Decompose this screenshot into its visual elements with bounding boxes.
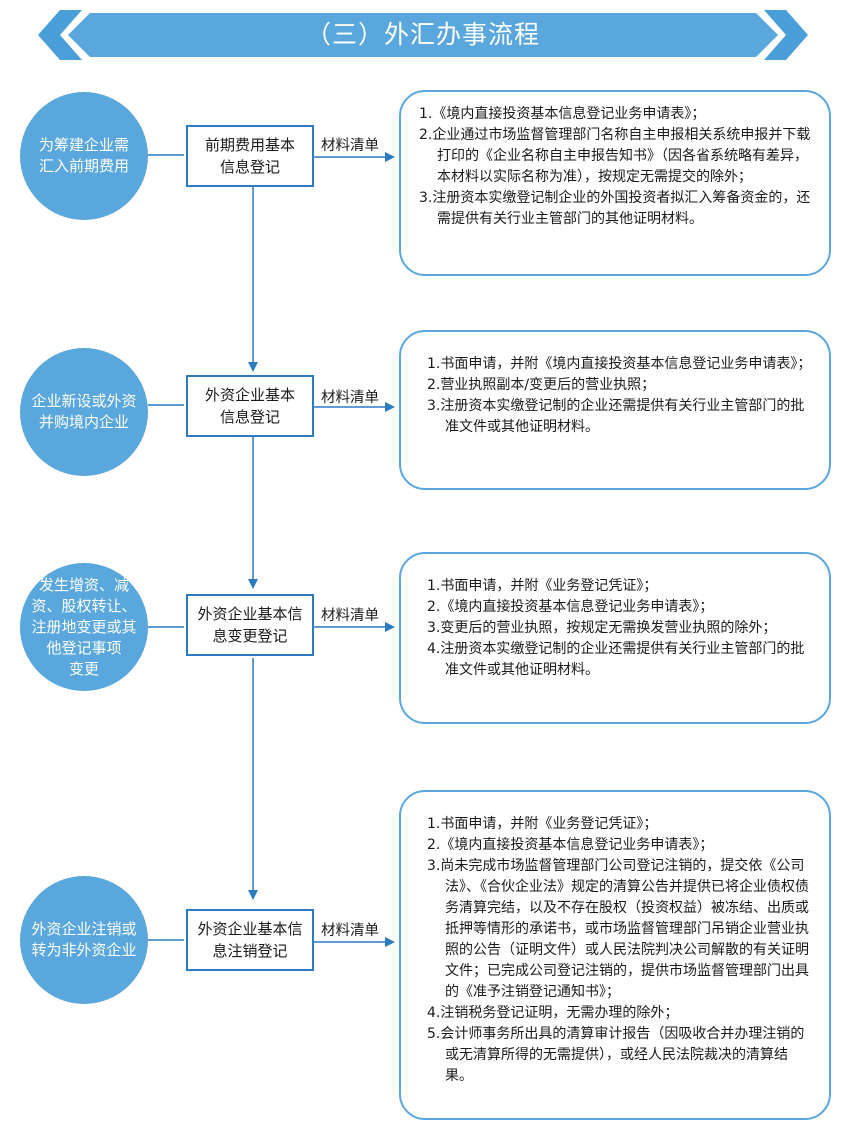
materials-item: 2.企业通过市场监督管理部门名称自主申报相关系统申报并下载打印的《企业名称自主申… (419, 127, 811, 185)
materials-item: 1.书面申请，并附《业务登记凭证》； (427, 578, 658, 594)
materials-item: 3.注册资本实缴登记制企业的外国投资者拟汇入筹备资金的，还需提供有关行业主管部门… (419, 190, 811, 227)
materials-item: 5.会计师事务所出具的清算审计报告（因吸收合并办理注销的或无清算所得的无需提供）… (427, 1026, 805, 1084)
materials-item: 1.书面申请，并附《业务登记凭证》； (427, 816, 658, 832)
materials-item: 2.《境内直接投资基本信息登记业务申请表》； (427, 599, 714, 615)
materials-label: 材料清单 (321, 390, 379, 406)
step-box-fie-basic-registration: 外资企业基本 信息登记 (186, 375, 314, 437)
step-box-prepaid-expenses-registration: 前期费用基本 信息登记 (186, 125, 314, 187)
materials-list: 1.书面申请，并附《业务登记凭证》； 2.《境内直接投资基本信息登记业务申请表》… (427, 576, 815, 681)
title-banner: （三）外汇办事流程 (38, 10, 808, 60)
materials-item: 4.注销税务登记证明，无需办理的除外； (427, 1005, 679, 1021)
step-text: 外资企业基本信 息变更登记 (197, 605, 303, 645)
trigger-circle-deregistration: 外资企业注销或 转为非外资企业 (20, 876, 148, 1004)
materials-item: 3.尚未完成市场监督管理部门公司登记注销的，提交依《公司法》、《合伙企业法》规定… (427, 858, 809, 1000)
step-text: 前期费用基本 信息登记 (204, 136, 295, 176)
page-title: （三）外汇办事流程 (305, 20, 540, 49)
materials-item: 4.注册资本实缴登记制的企业还需提供有关行业主管部门的批准文件或其他证明材料。 (427, 641, 805, 678)
step-text: 外资企业基本 信息登记 (204, 386, 295, 426)
materials-list: 1.书面申请，并附《境内直接投资基本信息登记业务申请表》； 2.营业执照副本/变… (427, 354, 815, 438)
step-text: 外资企业基本信 息注销登记 (197, 920, 303, 960)
materials-panel-2: 1.书面申请，并附《境内直接投资基本信息登记业务申请表》； 2.营业执照副本/变… (399, 330, 831, 490)
materials-list: 1.书面申请，并附《业务登记凭证》； 2.《境内直接投资基本信息登记业务申请表》… (427, 814, 815, 1087)
materials-item: 1.书面申请，并附《境内直接投资基本信息登记业务申请表》； (427, 356, 812, 372)
trigger-circle-change-registration: 发生增资、减 资、股权转让、 注册地变更或其 他登记事项 变更 (20, 563, 148, 691)
step-box-fie-change-registration: 外资企业基本信 息变更登记 (186, 594, 314, 656)
trigger-circle-prepaid-expenses: 为筹建企业需 汇入前期费用 (20, 92, 148, 220)
materials-item: 3.变更后的营业执照，按规定无需换发营业执照的除外； (427, 620, 777, 636)
trigger-text: 外资企业注销或 转为非外资企业 (31, 920, 137, 959)
trigger-circle-new-enterprise: 企业新设或外资 并购境内企业 (20, 348, 148, 476)
step-box-fie-deregistration: 外资企业基本信 息注销登记 (186, 909, 314, 971)
materials-label: 材料清单 (321, 138, 379, 154)
materials-item: 2.《境内直接投资基本信息登记业务申请表》； (427, 837, 714, 853)
materials-label: 材料清单 (321, 923, 379, 939)
materials-item: 1.《境内直接投资基本信息登记业务申请表》； (419, 106, 706, 122)
materials-item: 2.营业执照副本/变更后的营业执照； (427, 377, 656, 393)
materials-panel-4: 1.书面申请，并附《业务登记凭证》； 2.《境内直接投资基本信息登记业务申请表》… (399, 790, 831, 1120)
materials-panel-3: 1.书面申请，并附《业务登记凭证》； 2.《境内直接投资基本信息登记业务申请表》… (399, 552, 831, 724)
trigger-text: 发生增资、减 资、股权转让、 注册地变更或其 他登记事项 变更 (31, 575, 137, 678)
banner-shape (38, 10, 808, 60)
materials-list: 1.《境内直接投资基本信息登记业务申请表》； 2.企业通过市场监督管理部门名称自… (419, 104, 815, 230)
materials-label: 材料清单 (321, 608, 379, 624)
materials-item: 3.注册资本实缴登记制的企业还需提供有关行业主管部门的批准文件或其他证明材料。 (427, 398, 805, 435)
trigger-text: 企业新设或外资 并购境内企业 (31, 392, 137, 431)
materials-panel-1: 1.《境内直接投资基本信息登记业务申请表》； 2.企业通过市场监督管理部门名称自… (399, 90, 831, 276)
trigger-text: 为筹建企业需 汇入前期费用 (38, 136, 129, 175)
